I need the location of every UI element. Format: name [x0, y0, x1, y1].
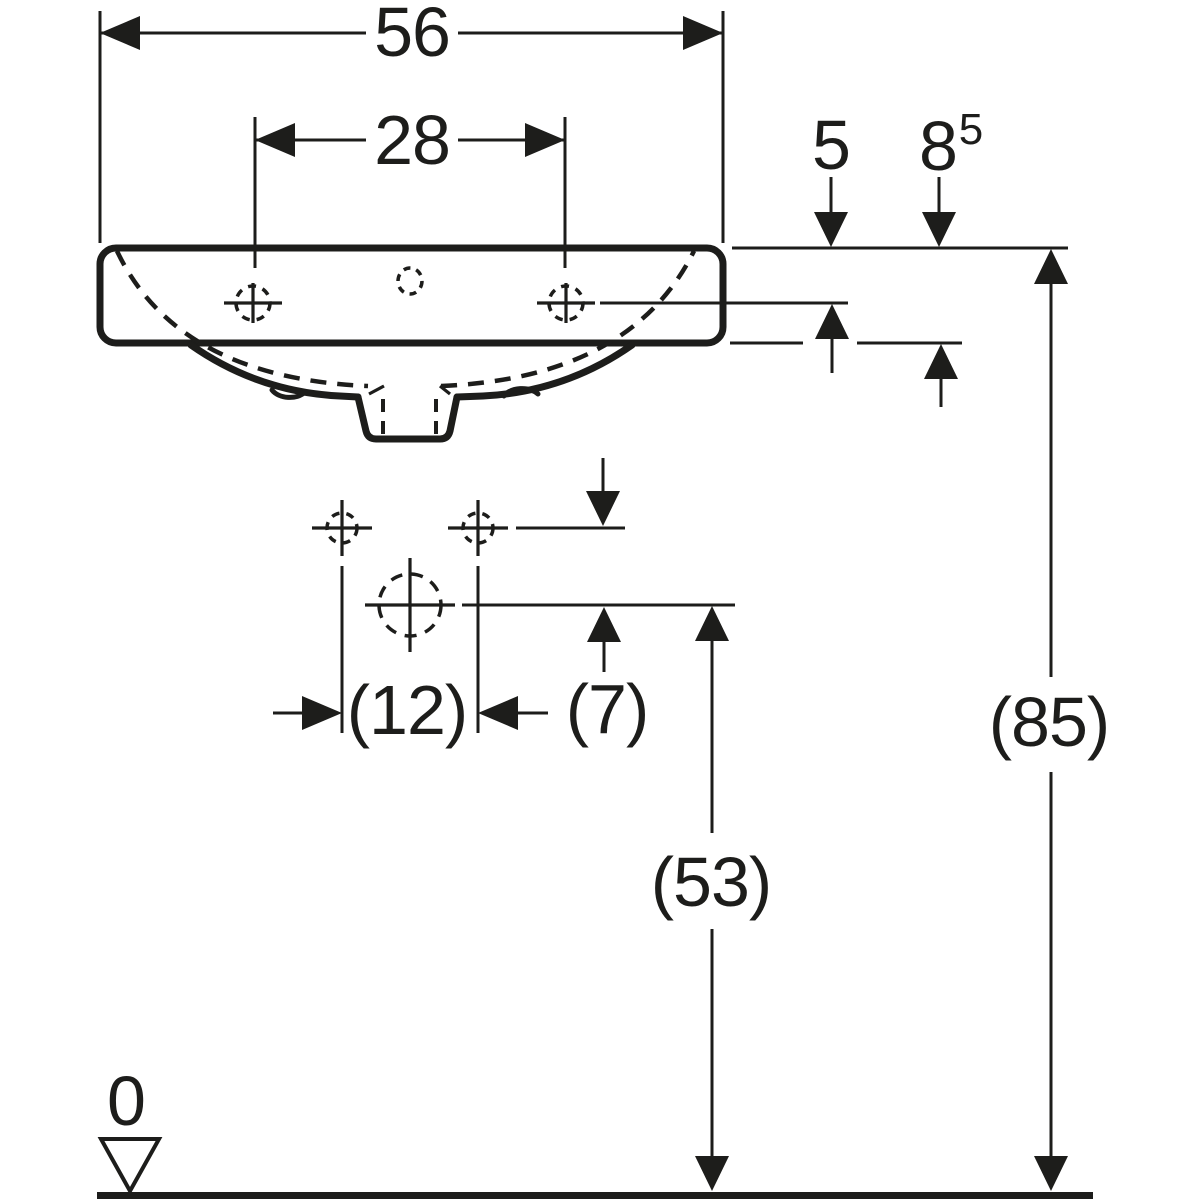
arrowhead-left — [100, 16, 140, 50]
arrowhead-down — [586, 491, 620, 526]
dim-apron-height-label: 8 — [919, 107, 957, 185]
dim-fixing-to-drain-label: (7) — [566, 670, 649, 748]
arrowhead-left — [255, 123, 295, 157]
reference-lines-right — [600, 246, 1068, 345]
arrowhead-up — [924, 344, 958, 379]
drain-outlet — [365, 558, 455, 652]
bowl-lug-left — [269, 387, 308, 400]
floor-datum-icon — [97, 1137, 163, 1196]
dim-apron-height-superscript: 5 — [959, 105, 983, 154]
arrowhead-up — [1034, 249, 1068, 284]
bowl-outline-left — [187, 341, 362, 401]
dim-rim-height-label: (85) — [989, 683, 1109, 761]
floor-datum-label: 0 — [107, 1062, 145, 1140]
arrowhead-left-pointing — [478, 696, 518, 730]
dimension-apron-height: 8 5 — [919, 105, 983, 407]
dimension-tap-hole-spacing: 28 — [253, 101, 567, 268]
fixing-hole-right — [448, 500, 508, 556]
arrowhead-down — [814, 212, 848, 247]
arrowhead-up — [587, 607, 621, 642]
drain-trap-outline — [354, 393, 461, 443]
fixing-hole-left — [312, 500, 372, 556]
arrowhead-right — [525, 123, 565, 157]
dim-tap-spacing-label: 28 — [374, 101, 450, 179]
basin-inner-rim-dashed-right — [440, 250, 697, 389]
dimension-fixing-spacing: (12) — [273, 671, 548, 749]
drain-converge-tick-right — [439, 384, 451, 396]
bowl-outline-right — [453, 341, 636, 401]
dimension-overall-width: 56 — [98, 0, 725, 243]
arrowhead-down — [1034, 1156, 1068, 1191]
floor-reference: 0 — [97, 1062, 1093, 1199]
arrowhead-down — [922, 212, 956, 247]
dim-fixing-spacing-label: (12) — [347, 671, 467, 749]
dimension-rim-height: (85) — [989, 249, 1110, 1191]
basin-outline — [96, 244, 727, 347]
overflow-hole-dashed — [396, 266, 424, 296]
dimension-drain-height: (53) — [651, 606, 772, 1191]
arrowhead-right — [683, 16, 723, 50]
tap-hole-right — [537, 283, 595, 323]
bowl-lug-right — [501, 386, 541, 399]
basin-front-view — [96, 244, 727, 443]
drain-converge-tick-left — [368, 384, 385, 396]
arrowhead-down — [695, 1156, 729, 1191]
basin-inner-rim-dashed-left — [114, 250, 369, 389]
tap-hole-left — [224, 283, 282, 323]
dimension-rim-to-tap: 5 — [812, 106, 851, 373]
arrowhead-right-pointing — [302, 696, 342, 730]
arrowhead-up — [695, 606, 729, 641]
dim-drain-height-label: (53) — [651, 843, 771, 921]
arrowhead-up — [815, 304, 849, 339]
dim-rim-to-tap-label: 5 — [812, 106, 850, 184]
dimension-fixing-to-drain: (7) — [566, 458, 649, 748]
dim-overall-width-label: 56 — [374, 0, 450, 71]
fixing-and-drain-group — [312, 500, 735, 733]
